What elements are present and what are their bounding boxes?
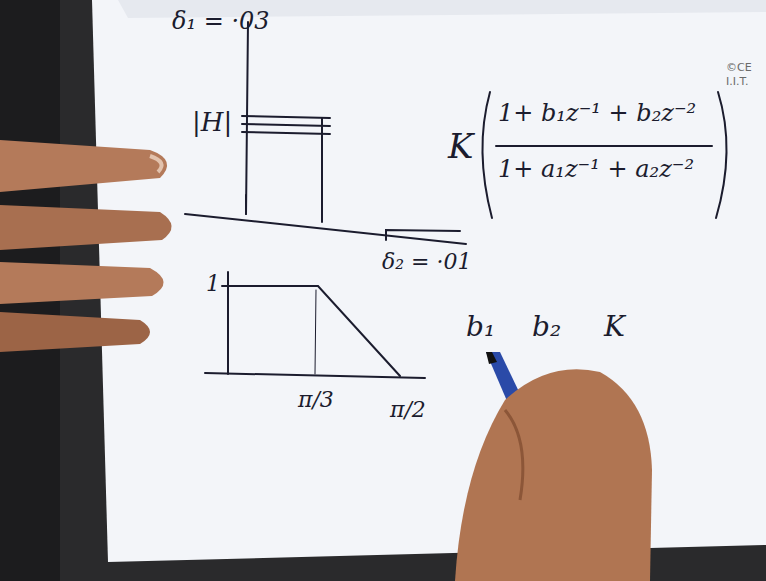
- left-hand: [0, 140, 172, 352]
- watermark: ©CE: [726, 62, 752, 74]
- delta-stop-label: δ₂ = ·01: [382, 250, 471, 274]
- backdrop: [60, 0, 766, 581]
- coefficient-label: b₁: [466, 312, 495, 343]
- paper-sheet: [92, 0, 766, 562]
- right-hand-with-pen: [455, 352, 652, 581]
- bottom-response-plot: [205, 272, 425, 378]
- magnitude-label: |H|: [192, 108, 232, 137]
- delta-pass-label: δ₁ = ·03: [172, 8, 270, 34]
- frequency-tick: π/3: [298, 388, 334, 412]
- top-response-plot: [185, 22, 466, 244]
- watermark: I.I.T.: [726, 76, 748, 88]
- gain-symbol: K: [448, 128, 473, 165]
- formula-strokes: [482, 92, 726, 218]
- frequency-tick: π/2: [390, 398, 426, 422]
- coefficient-label: K: [604, 312, 625, 343]
- numerator-text: 1+ b₁z⁻¹ + b₂z⁻²: [498, 100, 696, 126]
- unity-tick: 1: [206, 272, 220, 296]
- denominator-text: 1+ a₁z⁻¹ + a₂z⁻²: [498, 156, 694, 182]
- coefficient-label: b₂: [532, 312, 561, 343]
